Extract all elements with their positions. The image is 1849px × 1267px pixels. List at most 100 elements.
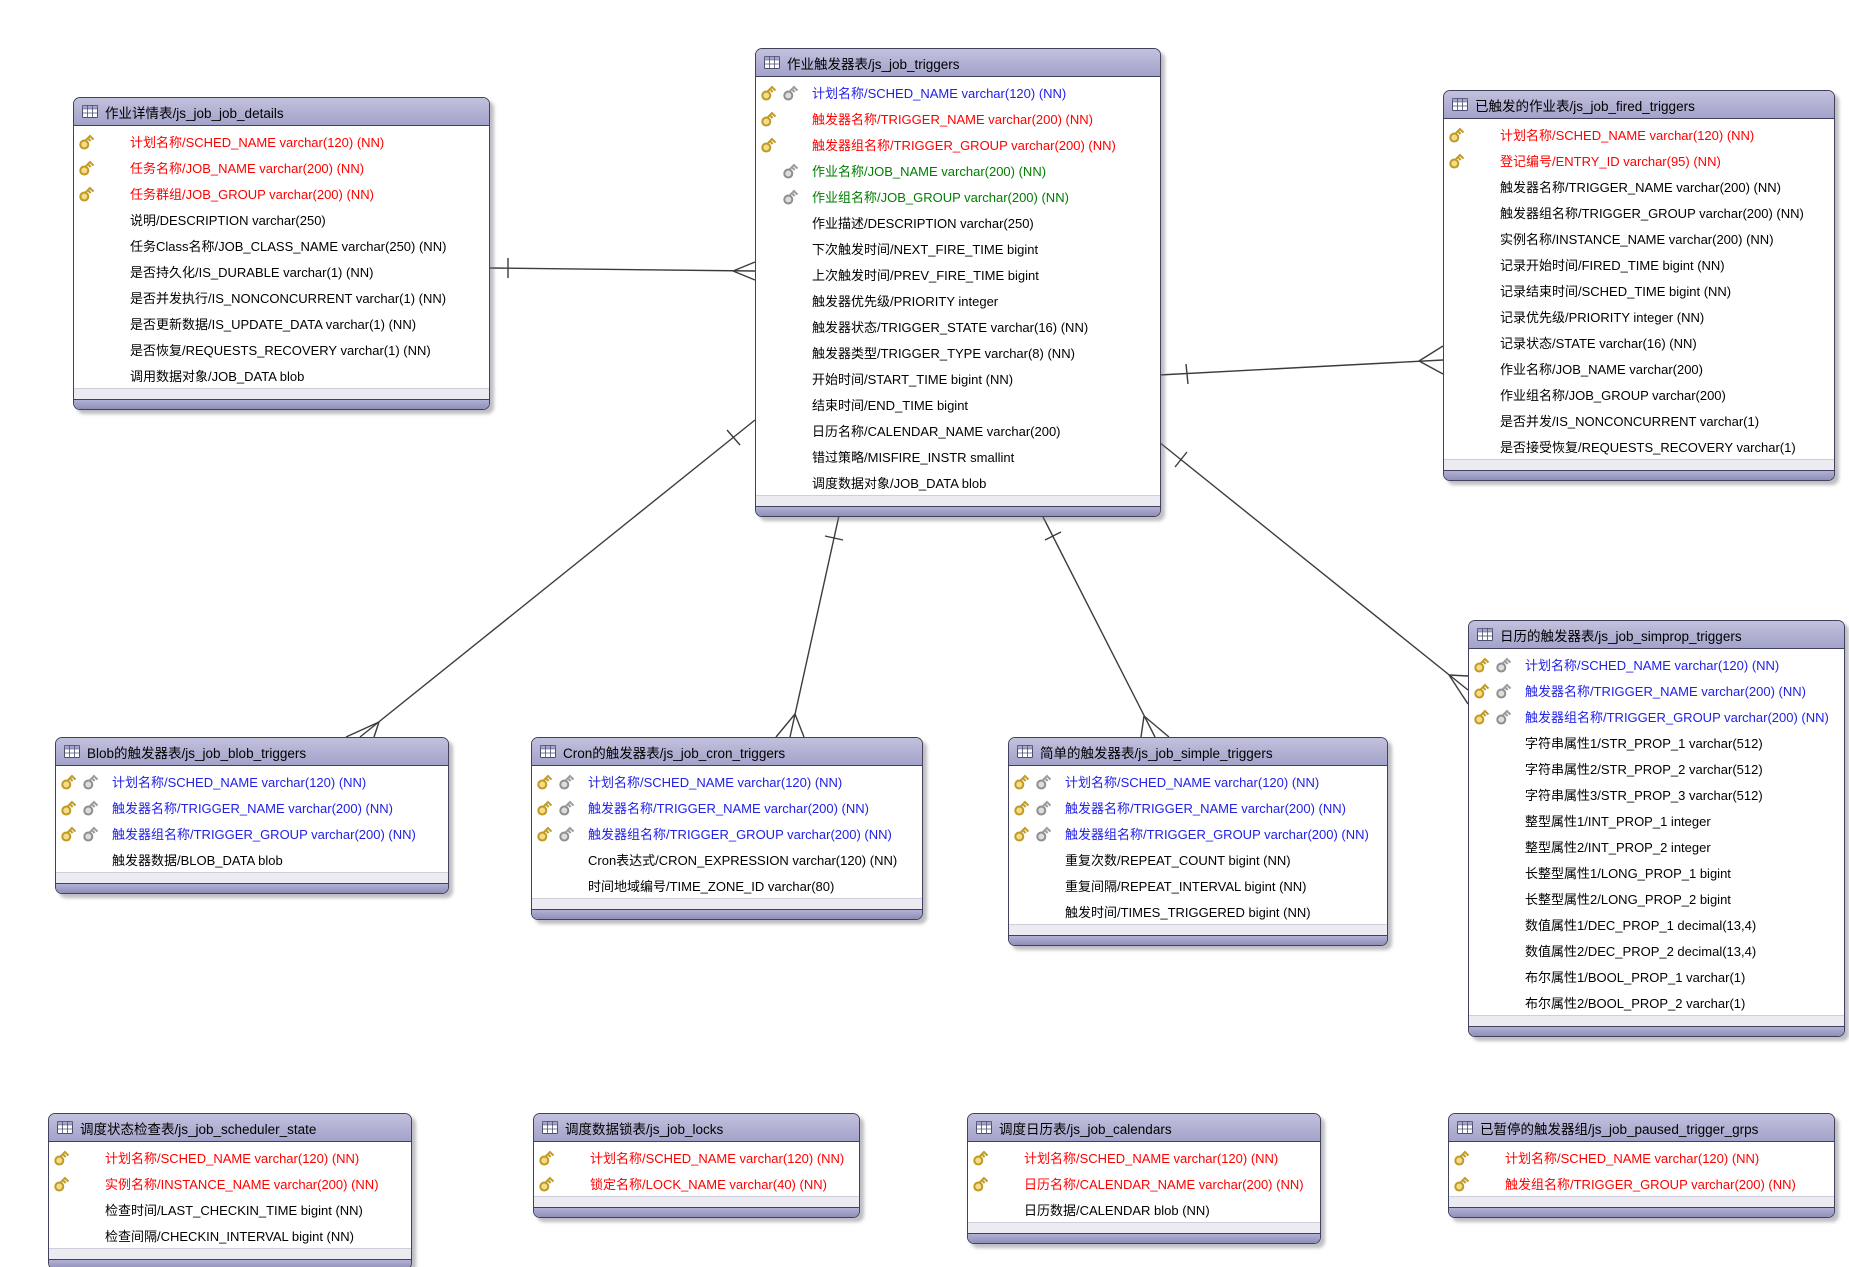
table-header[interactable]: Blob的触发器表/js_job_blob_triggers — [56, 738, 448, 766]
column-row[interactable]: 作业名称/JOB_NAME varchar(200) (NN) — [756, 157, 1160, 183]
column-row[interactable]: 触发器类型/TRIGGER_TYPE varchar(8) (NN) — [756, 339, 1160, 365]
column-row[interactable]: 触发器组名称/TRIGGER_GROUP varchar(200) (NN) — [1009, 820, 1387, 846]
column-row[interactable]: 触发器组名称/TRIGGER_GROUP varchar(200) (NN) — [1444, 199, 1834, 225]
column-row[interactable]: 错过策略/MISFIRE_INSTR smallint — [756, 443, 1160, 469]
column-row[interactable]: 触发器名称/TRIGGER_NAME varchar(200) (NN) — [532, 794, 922, 820]
column-row[interactable]: 字符串属性2/STR_PROP_2 varchar(512) — [1469, 755, 1844, 781]
column-row[interactable]: 触发器名称/TRIGGER_NAME varchar(200) (NN) — [1009, 794, 1387, 820]
column-row[interactable]: 记录优先级/PRIORITY integer (NN) — [1444, 303, 1834, 329]
column-row[interactable]: 计划名称/SCHED_NAME varchar(120) (NN) — [756, 79, 1160, 105]
table-header[interactable]: 调度日历表/js_job_calendars — [968, 1114, 1320, 1142]
column-row[interactable]: 布尔属性2/BOOL_PROP_2 varchar(1) — [1469, 989, 1844, 1015]
column-row[interactable]: 触发器名称/TRIGGER_NAME varchar(200) (NN) — [56, 794, 448, 820]
relationship-js_job_triggers-js_job_fired_triggers[interactable] — [1158, 345, 1444, 385]
column-row[interactable]: 是否更新数据/IS_UPDATE_DATA varchar(1) (NN) — [74, 310, 489, 336]
column-row[interactable]: 长整型属性2/LONG_PROP_2 bigint — [1469, 885, 1844, 911]
column-row[interactable]: 记录开始时间/FIRED_TIME bigint (NN) — [1444, 251, 1834, 277]
column-row[interactable]: 调度数据对象/JOB_DATA blob — [756, 469, 1160, 495]
table-header[interactable]: 调度数据锁表/js_job_locks — [534, 1114, 859, 1142]
column-row[interactable]: 说明/DESCRIPTION varchar(250) — [74, 206, 489, 232]
column-row[interactable]: 实例名称/INSTANCE_NAME varchar(200) (NN) — [49, 1170, 411, 1196]
column-row[interactable]: 计划名称/SCHED_NAME varchar(120) (NN) — [1009, 768, 1387, 794]
column-row[interactable]: 布尔属性1/BOOL_PROP_1 varchar(1) — [1469, 963, 1844, 989]
column-row[interactable]: 任务Class名称/JOB_CLASS_NAME varchar(250) (N… — [74, 232, 489, 258]
column-row[interactable]: 触发组名称/TRIGGER_GROUP varchar(200) (NN) — [1449, 1170, 1834, 1196]
column-row[interactable]: 触发器数据/BLOB_DATA blob — [56, 846, 448, 872]
column-row[interactable]: 整型属性1/INT_PROP_1 integer — [1469, 807, 1844, 833]
relationship-js_job_triggers-js_job_blob_triggers[interactable] — [345, 419, 756, 738]
column-row[interactable]: 日历名称/CALENDAR_NAME varchar(200) (NN) — [968, 1170, 1320, 1196]
column-row[interactable]: 是否恢复/REQUESTS_RECOVERY varchar(1) (NN) — [74, 336, 489, 362]
column-row[interactable]: 日历数据/CALENDAR blob (NN) — [968, 1196, 1320, 1222]
table-header[interactable]: 作业触发器表/js_job_triggers — [756, 49, 1160, 77]
column-row[interactable]: 是否接受恢复/REQUESTS_RECOVERY varchar(1) — [1444, 433, 1834, 459]
column-row[interactable]: 计划名称/SCHED_NAME varchar(120) (NN) — [1449, 1144, 1834, 1170]
column-row[interactable]: 计划名称/SCHED_NAME varchar(120) (NN) — [49, 1144, 411, 1170]
column-row[interactable]: 是否并发/IS_NONCONCURRENT varchar(1) — [1444, 407, 1834, 433]
column-row[interactable]: 检查时间/LAST_CHECKIN_TIME bigint (NN) — [49, 1196, 411, 1222]
column-row[interactable]: 是否持久化/IS_DURABLE varchar(1) (NN) — [74, 258, 489, 284]
table-header[interactable]: 作业详情表/js_job_job_details — [74, 98, 489, 126]
column-row[interactable]: 触发器名称/TRIGGER_NAME varchar(200) (NN) — [1444, 173, 1834, 199]
column-row[interactable]: 触发器状态/TRIGGER_STATE varchar(16) (NN) — [756, 313, 1160, 339]
relationship-js_job_triggers-js_job_simple_triggers[interactable] — [1039, 510, 1170, 738]
column-row[interactable]: 计划名称/SCHED_NAME varchar(120) (NN) — [1469, 651, 1844, 677]
column-row[interactable]: 触发器组名称/TRIGGER_GROUP varchar(200) (NN) — [756, 131, 1160, 157]
column-row[interactable]: 日历名称/CALENDAR_NAME varchar(200) — [756, 417, 1160, 443]
column-row[interactable]: Cron表达式/CRON_EXPRESSION varchar(120) (NN… — [532, 846, 922, 872]
column-row[interactable]: 任务群组/JOB_GROUP varchar(200) (NN) — [74, 180, 489, 206]
column-row[interactable]: 触发器名称/TRIGGER_NAME varchar(200) (NN) — [756, 105, 1160, 131]
table-header[interactable]: 已触发的作业表/js_job_fired_triggers — [1444, 91, 1834, 119]
column-row[interactable]: 整型属性2/INT_PROP_2 integer — [1469, 833, 1844, 859]
column-row[interactable]: 下次触发时间/NEXT_FIRE_TIME bigint — [756, 235, 1160, 261]
column-row[interactable]: 记录状态/STATE varchar(16) (NN) — [1444, 329, 1834, 355]
column-row[interactable]: 作业描述/DESCRIPTION varchar(250) — [756, 209, 1160, 235]
column-row[interactable]: 作业组名称/JOB_GROUP varchar(200) — [1444, 381, 1834, 407]
column-row[interactable]: 锁定名称/LOCK_NAME varchar(40) (NN) — [534, 1170, 859, 1196]
column-row[interactable]: 计划名称/SCHED_NAME varchar(120) (NN) — [534, 1144, 859, 1170]
column-row[interactable]: 触发时间/TIMES_TRIGGERED bigint (NN) — [1009, 898, 1387, 924]
relationship-js_job_job_details-js_job_triggers[interactable] — [487, 258, 756, 281]
column-row[interactable]: 触发器组名称/TRIGGER_GROUP varchar(200) (NN) — [56, 820, 448, 846]
column-row[interactable]: 触发器组名称/TRIGGER_GROUP varchar(200) (NN) — [1469, 703, 1844, 729]
column-row[interactable]: 重复间隔/REPEAT_INTERVAL bigint (NN) — [1009, 872, 1387, 898]
table-header[interactable]: Cron的触发器表/js_job_cron_triggers — [532, 738, 922, 766]
column-row[interactable]: 结束时间/END_TIME bigint — [756, 391, 1160, 417]
column-row[interactable]: 检查间隔/CHECKIN_INTERVAL bigint (NN) — [49, 1222, 411, 1248]
column-row[interactable]: 长整型属性1/LONG_PROP_1 bigint — [1469, 859, 1844, 885]
column-row[interactable]: 数值属性1/DEC_PROP_1 decimal(13,4) — [1469, 911, 1844, 937]
column-row[interactable]: 字符串属性3/STR_PROP_3 varchar(512) — [1469, 781, 1844, 807]
column-row[interactable]: 作业组名称/JOB_GROUP varchar(200) (NN) — [756, 183, 1160, 209]
column-row[interactable]: 作业名称/JOB_NAME varchar(200) — [1444, 355, 1834, 381]
table-header[interactable]: 调度状态检查表/js_job_scheduler_state — [49, 1114, 411, 1142]
column-row[interactable]: 上次触发时间/PREV_FIRE_TIME bigint — [756, 261, 1160, 287]
column-row[interactable]: 登记编号/ENTRY_ID varchar(95) (NN) — [1444, 147, 1834, 173]
column-row[interactable]: 计划名称/SCHED_NAME varchar(120) (NN) — [56, 768, 448, 794]
table-header[interactable]: 日历的触发器表/js_job_simprop_triggers — [1469, 621, 1844, 649]
relationship-js_job_triggers-js_job_simprop_triggers[interactable] — [1158, 441, 1469, 705]
column-row[interactable]: 时间地域编号/TIME_ZONE_ID varchar(80) — [532, 872, 922, 898]
column-row[interactable]: 计划名称/SCHED_NAME varchar(120) (NN) — [532, 768, 922, 794]
column-row[interactable]: 计划名称/SCHED_NAME varchar(120) (NN) — [1444, 121, 1834, 147]
column-row[interactable]: 实例名称/INSTANCE_NAME varchar(200) (NN) — [1444, 225, 1834, 251]
column-row[interactable]: 计划名称/SCHED_NAME varchar(120) (NN) — [74, 128, 489, 154]
table-header[interactable]: 简单的触发器表/js_job_simple_triggers — [1009, 738, 1387, 766]
column-row[interactable]: 计划名称/SCHED_NAME varchar(120) (NN) — [968, 1144, 1320, 1170]
relationship-js_job_triggers-js_job_cron_triggers[interactable] — [775, 510, 844, 738]
column-row[interactable]: 开始时间/START_TIME bigint (NN) — [756, 365, 1160, 391]
column-row[interactable]: 字符串属性1/STR_PROP_1 varchar(512) — [1469, 729, 1844, 755]
column-row[interactable]: 是否并发执行/IS_NONCONCURRENT varchar(1) (NN) — [74, 284, 489, 310]
column-row[interactable]: 触发器名称/TRIGGER_NAME varchar(200) (NN) — [1469, 677, 1844, 703]
column-row[interactable]: 触发器组名称/TRIGGER_GROUP varchar(200) (NN) — [532, 820, 922, 846]
